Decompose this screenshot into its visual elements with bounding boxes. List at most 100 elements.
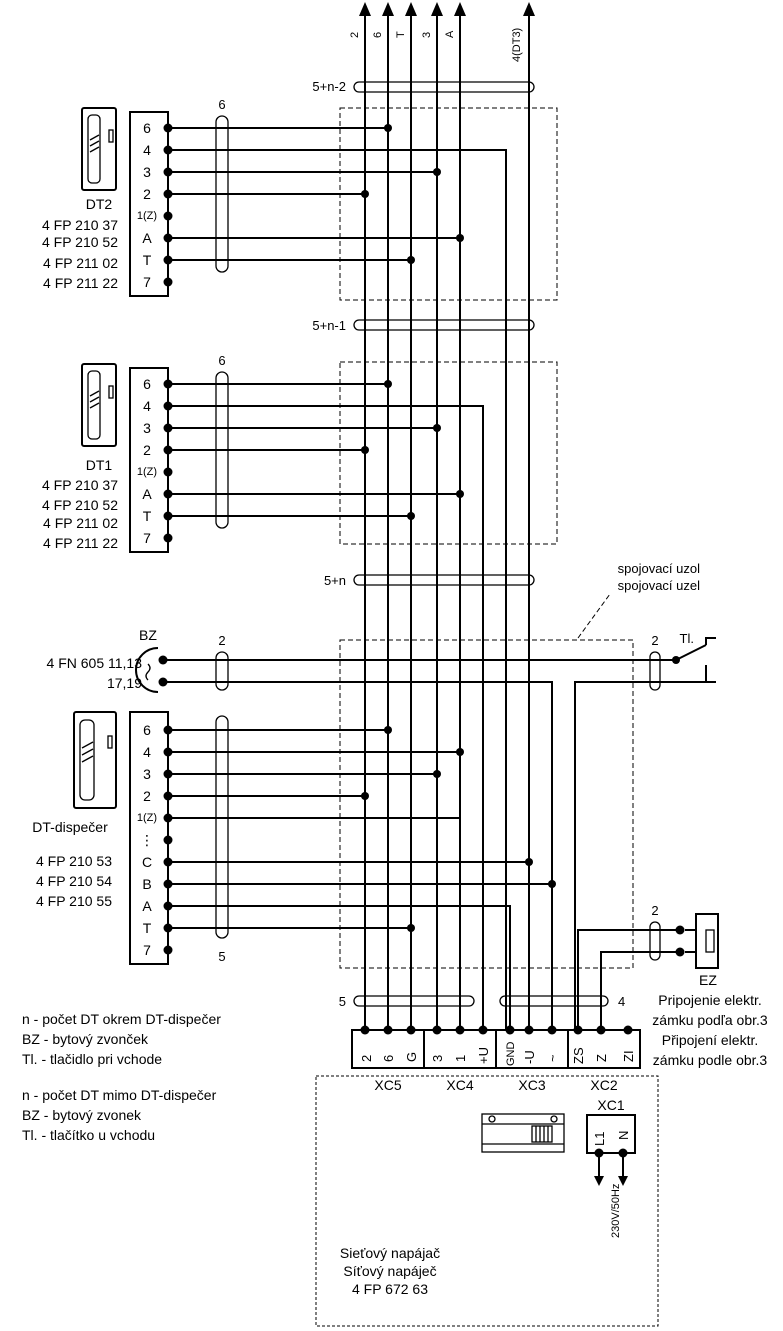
handset-icon: [81, 363, 117, 447]
disp-term-t: T: [143, 920, 152, 936]
xc3-term-minus-u: -U: [522, 1050, 537, 1064]
dt2-term-t: T: [143, 252, 152, 268]
dt1-term-1z: 1(Z): [137, 466, 157, 478]
dt2-code-4: 4 FP 211 22: [43, 275, 118, 291]
bundle-label-5: 5: [339, 994, 346, 1009]
buzzer-icon: [135, 647, 159, 693]
xc1-label: XC1: [597, 1097, 624, 1113]
xc2-term-zs: ZS: [571, 1047, 586, 1064]
disp-term-7: 7: [143, 942, 151, 958]
dt1-term-a: A: [142, 486, 152, 502]
bz-code-1: 4 FN 605 11,13: [47, 655, 143, 671]
dt1-unit: DT1 4 FP 210 37 4 FP 210 52 4 FP 211 02 …: [42, 353, 484, 1030]
disp-term-4: 4: [143, 744, 151, 760]
dt2-term-6: 6: [143, 120, 151, 136]
top-label-a: A: [444, 30, 456, 38]
dt1-code-3: 4 FP 211 02: [43, 515, 118, 531]
xc5-term-6: 6: [381, 1055, 396, 1062]
dt1-code-4: 4 FP 211 22: [43, 535, 118, 551]
bundle-markers: 5+n-2 5+n-1 5+n 5 4: [312, 79, 625, 1009]
xc3-label: XC3: [518, 1077, 545, 1093]
bundle-label-n-1: 5+n-1: [312, 318, 346, 333]
disp-term-6: 6: [143, 722, 151, 738]
ez-note-1: Pripojenie elektr.: [658, 992, 762, 1008]
dt1-term-2: 2: [143, 442, 151, 458]
handset-icon: [73, 711, 117, 809]
ez-note-3: Připojení elektr.: [662, 1032, 759, 1048]
dt1-term-4: 4: [143, 398, 151, 414]
trunk-labels: 2 6 T 3 A 4(DT3): [349, 28, 523, 62]
dt1-code-1: 4 FP 210 37: [42, 477, 118, 493]
legend-line-1: n - počet DT okrem DT-dispečer: [22, 1011, 221, 1027]
node-label-sk: spojovací uzol: [618, 561, 700, 576]
top-label-dt3: 4(DT3): [511, 28, 523, 62]
bz-unit: BZ 4 FN 605 11,13 17,19 2: [47, 627, 680, 1030]
xc3-term-gnd: GND: [505, 1042, 517, 1067]
bz-name: BZ: [139, 627, 157, 643]
bz-code-2: 17,19: [107, 675, 142, 691]
dt1-term-t: T: [143, 508, 152, 524]
bundle-label-4: 4: [618, 994, 625, 1009]
disp-count: 5: [218, 949, 225, 964]
dt1-name: DT1: [86, 457, 113, 473]
dt2-name: DT2: [86, 196, 113, 212]
dt2-code-2: 4 FP 210 52: [42, 234, 118, 250]
dt1-count: 6: [218, 353, 225, 368]
disp-term-a: A: [142, 898, 152, 914]
dt2-term-7: 7: [143, 274, 151, 290]
xc1-term-n: N: [616, 1131, 631, 1140]
dt2-unit: DT2 4 FP 210 37 4 FP 210 52 4 FP 211 02 …: [42, 97, 507, 1030]
disp-code-3: 4 FP 210 55: [36, 893, 112, 909]
dt2-term-1z: 1(Z): [137, 210, 157, 222]
mains-label: 230V/50Hz: [610, 1184, 622, 1238]
disp-name: DT-dispečer: [32, 819, 108, 835]
handset-icon: [81, 107, 117, 191]
legend: n - počet DT okrem DT-dispečer BZ - byto…: [22, 1011, 221, 1143]
psu-title-code: 4 FP 672 63: [352, 1281, 428, 1297]
power-supply: 2 6 G 3 1 +U GND -U ~ ZS Z ZI XC5 XC4 XC…: [315, 1025, 659, 1327]
top-label-2: 2: [349, 32, 361, 38]
legend-line-5: BZ - bytový zvonek: [22, 1107, 142, 1123]
disp-term-2: 2: [143, 788, 151, 804]
node-label-cz: spojovací uzel: [618, 578, 700, 593]
xc2-term-zi: ZI: [621, 1050, 636, 1062]
tl-count: 2: [651, 633, 658, 648]
xc5-label: XC5: [374, 1077, 401, 1093]
power-supply-icon: [481, 1113, 565, 1153]
disp-code-1: 4 FP 210 53: [36, 853, 112, 869]
disp-code-2: 4 FP 210 54: [36, 873, 112, 889]
tl-unit: Tl. 2: [574, 631, 716, 1030]
dt2-count: 6: [218, 97, 225, 112]
disp-term-ellipsis: ⋮: [140, 832, 154, 848]
dt2-code-1: 4 FP 210 37: [42, 217, 118, 233]
legend-line-3: Tl. - tlačidlo pri vchode: [22, 1051, 162, 1067]
bundle-label-n-2: 5+n-2: [312, 79, 346, 94]
dt2-term-4: 4: [143, 142, 151, 158]
ez-name: EZ: [699, 972, 717, 988]
top-label-t: T: [395, 31, 407, 38]
dt2-term-a: A: [142, 230, 152, 246]
dispatcher-unit: DT-dispečer 4 FP 210 53 4 FP 210 54 4 FP…: [32, 711, 556, 1030]
disp-term-b: B: [142, 876, 151, 892]
xc5-term-g: G: [404, 1052, 419, 1062]
bz-count: 2: [218, 633, 225, 648]
top-label-3: 3: [421, 32, 433, 38]
dt1-term-6: 6: [143, 376, 151, 392]
ez-note-4: zámku podle obr.3: [653, 1052, 768, 1068]
lock-icon: [685, 913, 719, 969]
ez-unit: 2 EZ Pripojenie elektr. zámku podľa obr.…: [577, 903, 768, 1068]
junction-boxes: spojovací uzol spojovací uzel: [339, 107, 700, 969]
psu-title-cz: Síťový napáječ: [343, 1263, 436, 1279]
top-label-6: 6: [372, 32, 384, 38]
xc2-term-z: Z: [594, 1054, 609, 1062]
legend-line-2: BZ - bytový zvonček: [22, 1031, 149, 1047]
ez-count: 2: [651, 903, 658, 918]
dt1-term-7: 7: [143, 530, 151, 546]
disp-term-1z: 1(Z): [137, 812, 157, 824]
psu-title-sk: Sieťový napájač: [340, 1245, 440, 1261]
dt1-term-3: 3: [143, 420, 151, 436]
disp-term-c: C: [142, 854, 152, 870]
dt2-term-3: 3: [143, 164, 151, 180]
xc5-term-2: 2: [359, 1055, 374, 1062]
